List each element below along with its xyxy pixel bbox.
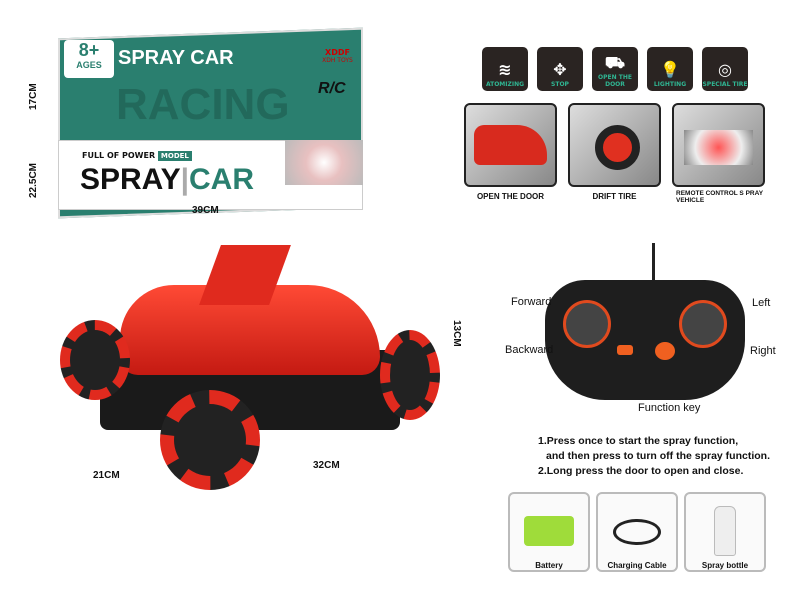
age-badge: 8+AGES <box>64 40 114 78</box>
package-tagline: FULL OF POWER MODEL <box>82 151 192 161</box>
rc-logo: R/C <box>318 80 346 97</box>
car-height: 13CM <box>451 320 462 347</box>
package-product-name: SPRAY|CAR <box>80 163 255 196</box>
backward-label: Backward <box>505 344 554 356</box>
package-background-word: RACING <box>116 80 290 129</box>
charging-cable-image <box>596 492 678 572</box>
package-top-name: SPRAY CAR <box>118 47 234 69</box>
photo-caption: DRIFT TIRE <box>592 192 637 201</box>
photo-open-door <box>464 103 557 187</box>
photo-caption: OPEN THE DOOR <box>476 192 545 201</box>
package-depth: 22.5CM <box>28 162 39 198</box>
right-label: Right <box>750 345 776 357</box>
photo-spray-vehicle <box>672 103 765 187</box>
car-length: 32CM <box>313 460 340 471</box>
remote-control <box>545 280 745 400</box>
instruction-line: 1.Press once to start the spray function… <box>538 435 739 447</box>
package-car-image <box>285 140 363 185</box>
open-door-icon: ⛟OPEN THE DOOR <box>592 47 638 91</box>
accessory-label: Charging Cable <box>607 561 667 570</box>
lighting-icon: 💡LIGHTING <box>647 47 693 91</box>
photo-caption: REMOTE CONTROL S PRAY VEHICLE <box>676 190 763 204</box>
photo-drift-tire <box>568 103 661 187</box>
special-tire-icon: ◎SPECIAL TIRE <box>702 47 748 91</box>
antenna <box>652 243 655 288</box>
package-width: 39CM <box>192 205 219 216</box>
car-width: 21CM <box>93 470 120 481</box>
forward-label: Forward <box>511 296 552 308</box>
battery-image <box>508 492 590 572</box>
package-height: 17CM <box>28 83 39 110</box>
left-label: Left <box>752 297 771 309</box>
instruction-line: 2.Long press the door to open and close. <box>538 465 744 477</box>
instruction-line: and then press to turn off the spray fun… <box>546 450 771 462</box>
accessory-label: Spray bottle <box>701 561 749 570</box>
function-key-label: Function key <box>638 402 701 414</box>
instructions: 1.Press once to start the spray function… <box>538 434 770 479</box>
stop-arrows-icon: ✥STOP <box>537 47 583 91</box>
atomizing-icon: ≋ATOMIZING <box>482 47 528 91</box>
spray-bottle-image <box>684 492 766 572</box>
accessory-label: Battery <box>535 561 563 570</box>
feature-icons: ≋ATOMIZING ✥STOP ⛟OPEN THE DOOR 💡LIGHTIN… <box>482 47 748 91</box>
car-image <box>60 235 450 490</box>
